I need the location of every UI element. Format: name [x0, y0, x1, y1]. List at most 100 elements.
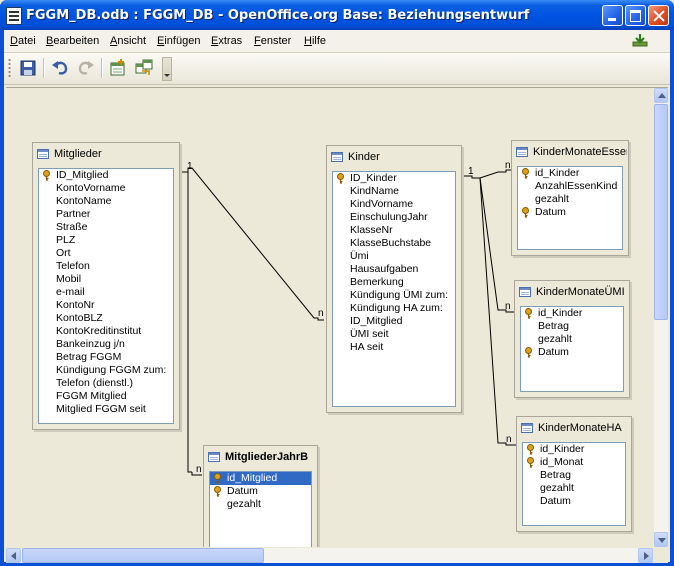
- table-field[interactable]: Kündigung FGGM zum:: [39, 364, 173, 377]
- table-field[interactable]: gezahlt: [518, 193, 622, 206]
- table-field[interactable]: PLZ: [39, 234, 173, 247]
- menu-hilfe[interactable]: Hilfe: [304, 35, 327, 47]
- table-field[interactable]: KontoBLZ: [39, 312, 173, 325]
- table-header[interactable]: KinderMonateHA: [518, 418, 630, 440]
- table-field[interactable]: KontoKreditinstitut: [39, 325, 173, 338]
- table-field[interactable]: Datum: [523, 495, 625, 508]
- table-field[interactable]: e-mail: [39, 286, 173, 299]
- redo-icon[interactable]: [76, 58, 96, 78]
- table-field[interactable]: KindVorname: [333, 198, 455, 211]
- table-field[interactable]: FGGM Mitglied: [39, 390, 173, 403]
- table-field[interactable]: KontoVorname: [39, 182, 173, 195]
- table-field[interactable]: ID_Mitglied: [333, 315, 455, 328]
- save-icon[interactable]: [18, 58, 38, 78]
- table-field[interactable]: id_Monat: [523, 456, 625, 469]
- table-field[interactable]: Ort: [39, 247, 173, 260]
- field-name: Ort: [56, 247, 71, 259]
- table-field[interactable]: Kündigung ÜMI zum:: [333, 289, 455, 302]
- undo-icon[interactable]: [50, 58, 70, 78]
- table-field[interactable]: Bemerkung: [333, 276, 455, 289]
- table-field[interactable]: gezahlt: [210, 498, 311, 511]
- table-field[interactable]: Betrag FGGM: [39, 351, 173, 364]
- table-field[interactable]: gezahlt: [521, 333, 623, 346]
- menu-ansicht[interactable]: Ansicht: [110, 35, 147, 47]
- table-field[interactable]: id_Mitglied: [210, 472, 311, 485]
- table-field[interactable]: KindName: [333, 185, 455, 198]
- table-field[interactable]: Straße: [39, 221, 173, 234]
- table-field[interactable]: ID_Mitglied: [39, 169, 173, 182]
- table-field[interactable]: Mobil: [39, 273, 173, 286]
- table-field[interactable]: HA seit: [333, 341, 455, 354]
- table-field[interactable]: Betrag: [523, 469, 625, 482]
- download-icon[interactable]: [632, 33, 648, 47]
- table-field[interactable]: ID_Kinder: [333, 172, 455, 185]
- table-field[interactable]: Hausaufgaben: [333, 263, 455, 276]
- toolbar-grip[interactable]: [8, 58, 11, 78]
- table-field[interactable]: id_Kinder: [523, 443, 625, 456]
- scroll-right-button[interactable]: [638, 548, 653, 563]
- table-field[interactable]: Telefon (dienstl.): [39, 377, 173, 390]
- table-field[interactable]: KlasseBuchstabe: [333, 237, 455, 250]
- vertical-scrollbar[interactable]: [654, 88, 668, 547]
- table-field[interactable]: Bankeinzug j/n: [39, 338, 173, 351]
- table-field[interactable]: Mitglied FGGM seit: [39, 403, 173, 416]
- horizontal-scroll-thumb[interactable]: [22, 548, 264, 563]
- close-button[interactable]: [648, 5, 669, 26]
- maximize-button[interactable]: [625, 5, 646, 26]
- table-field[interactable]: KontoNr: [39, 299, 173, 312]
- table-field[interactable]: id_Kinder: [518, 167, 622, 180]
- table-header[interactable]: Kinder: [328, 147, 460, 169]
- table-field[interactable]: EinschulungJahr: [333, 211, 455, 224]
- new-relation-icon[interactable]: [108, 58, 128, 78]
- scroll-left-button[interactable]: [6, 548, 21, 563]
- menu-extras[interactable]: Extras: [211, 35, 243, 47]
- table-header[interactable]: Mitglieder: [34, 144, 178, 166]
- table-field[interactable]: AnzahlEssenKind: [518, 180, 622, 193]
- horizontal-scrollbar[interactable]: [6, 548, 653, 563]
- minimize-button[interactable]: [602, 5, 623, 26]
- toolbar-separator: [101, 58, 103, 78]
- table-field[interactable]: Ümi: [333, 250, 455, 263]
- table-field[interactable]: KlasseNr: [333, 224, 455, 237]
- toolbar-options-dropdown[interactable]: [162, 57, 172, 81]
- menu-bearbeiten[interactable]: Bearbeiten: [46, 35, 100, 47]
- table-header[interactable]: KinderMonateÜMI: [516, 282, 628, 304]
- table-field[interactable]: Kündigung HA zum:: [333, 302, 455, 315]
- vertical-scroll-thumb[interactable]: [654, 104, 668, 320]
- table-header[interactable]: KinderMonateEssen: [513, 142, 627, 164]
- table-field[interactable]: KontoName: [39, 195, 173, 208]
- cardinality-label: n: [196, 464, 202, 475]
- scroll-down-button[interactable]: [654, 532, 668, 547]
- table-field[interactable]: Datum: [210, 485, 311, 498]
- table-field[interactable]: Betrag: [521, 320, 623, 333]
- table-field[interactable]: Telefon: [39, 260, 173, 273]
- table-field[interactable]: id_Kinder: [521, 307, 623, 320]
- table-field[interactable]: Datum: [518, 206, 622, 219]
- table-field[interactable]: Datum: [521, 346, 623, 359]
- field-name: id_Monat: [540, 456, 584, 468]
- table-field[interactable]: gezahlt: [523, 482, 625, 495]
- title-bar[interactable]: FGGM_DB.odb : FGGM_DB - OpenOffice.org B…: [0, 0, 674, 30]
- table-field[interactable]: Partner: [39, 208, 173, 221]
- scroll-up-button[interactable]: [654, 88, 668, 103]
- menu-einfuegen[interactable]: Einfügen: [157, 35, 201, 47]
- add-table-icon[interactable]: [134, 58, 154, 78]
- table-header[interactable]: MitgliederJahrB: [205, 447, 316, 469]
- menu-fenster[interactable]: Fenster: [254, 35, 292, 47]
- field-name: Betrag: [540, 469, 571, 481]
- menu-datei[interactable]: Datei: [10, 35, 36, 47]
- table-field[interactable]: ÜMI seit: [333, 328, 455, 341]
